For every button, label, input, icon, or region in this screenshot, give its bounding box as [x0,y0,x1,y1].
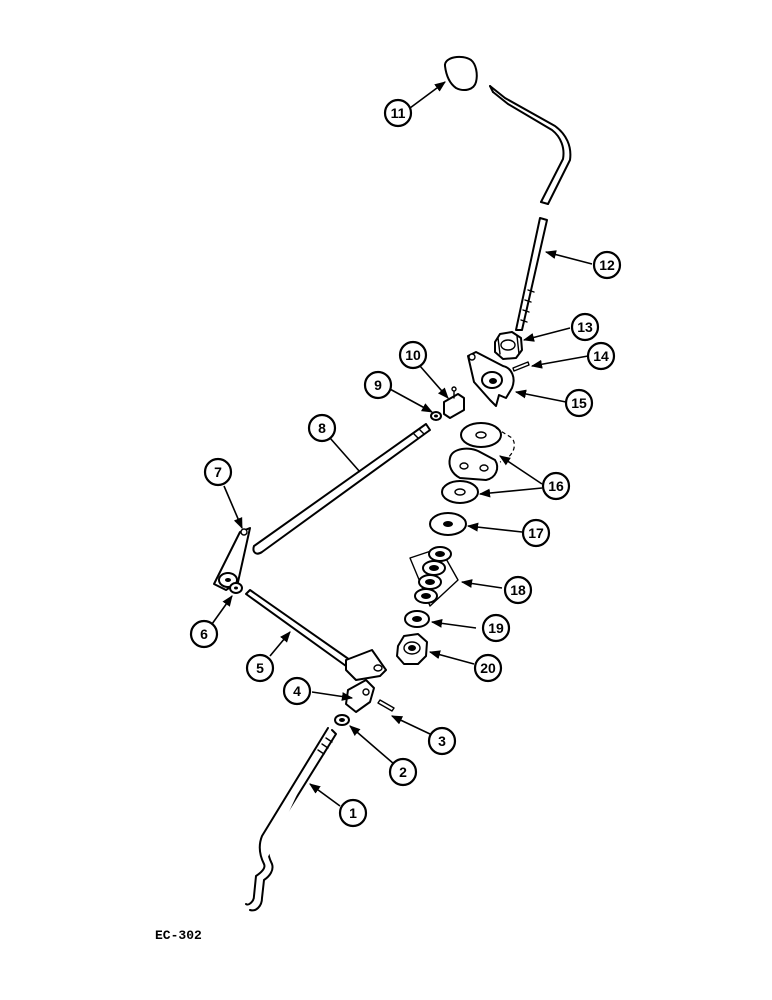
part-spring-washer-stack [409,546,459,607]
svg-text:8: 8 [318,420,326,436]
callout-7: 7 [203,457,233,487]
svg-text:20: 20 [480,660,496,676]
part-washer-6 [229,582,243,594]
callout-2: 2 [388,757,418,787]
svg-text:2: 2 [399,764,407,780]
callout-9: 9 [363,370,393,400]
callout-16: 16 [541,471,571,501]
figure-code: EC-302 [155,928,202,943]
svg-text:10: 10 [405,347,421,363]
callout-20: 20 [473,653,503,683]
svg-text:19: 19 [488,620,504,636]
callout-12: 12 [592,250,622,280]
svg-text:15: 15 [571,395,587,411]
part-cross-shaft [245,589,387,681]
callout-13: 13 [570,312,600,342]
callout-6: 6 [189,619,219,649]
svg-text:9: 9 [374,377,382,393]
svg-text:16: 16 [548,478,564,494]
part-friction-plates [441,422,515,504]
svg-text:14: 14 [593,348,609,364]
callout-5: 5 [245,653,275,683]
svg-text:4: 4 [293,683,301,699]
callout-1: 1 [338,798,368,828]
part-bell-crank [213,527,251,591]
callout-17: 17 [521,518,551,548]
svg-text:1: 1 [349,805,357,821]
callout-18: 18 [503,575,533,605]
part-lock-nut [396,633,428,665]
callout-11: 11 [383,98,413,128]
svg-text:3: 3 [438,733,446,749]
part-pin-14 [512,361,530,372]
callout-10: 10 [398,340,428,370]
svg-text:12: 12 [599,257,615,273]
callout-8: 8 [307,413,337,443]
svg-text:13: 13 [577,319,593,335]
callout-19: 19 [481,613,511,643]
svg-text:5: 5 [256,660,264,676]
part-knurled-nut [494,331,523,360]
svg-text:11: 11 [391,105,406,121]
part-connecting-rod [252,423,431,555]
callout-14: 14 [586,341,616,371]
part-flat-washer [404,610,430,628]
part-knob [444,55,478,91]
part-clevis [345,679,375,713]
svg-text:6: 6 [200,626,208,642]
callout-15: 15 [564,388,594,418]
callout-3: 3 [427,726,457,756]
leader-lines [211,81,593,807]
part-clevis-block [443,386,465,419]
part-jam-nut [334,714,350,726]
part-lever-bracket [467,351,515,407]
part-pin-3 [377,699,395,712]
part-control-rod [245,727,337,912]
svg-text:18: 18 [510,582,526,598]
svg-text:17: 17 [528,525,544,541]
part-lever-rod [489,85,572,331]
callout-4: 4 [282,676,312,706]
svg-text:7: 7 [214,464,222,480]
part-large-washer [429,512,467,536]
part-small-washer [430,411,442,421]
